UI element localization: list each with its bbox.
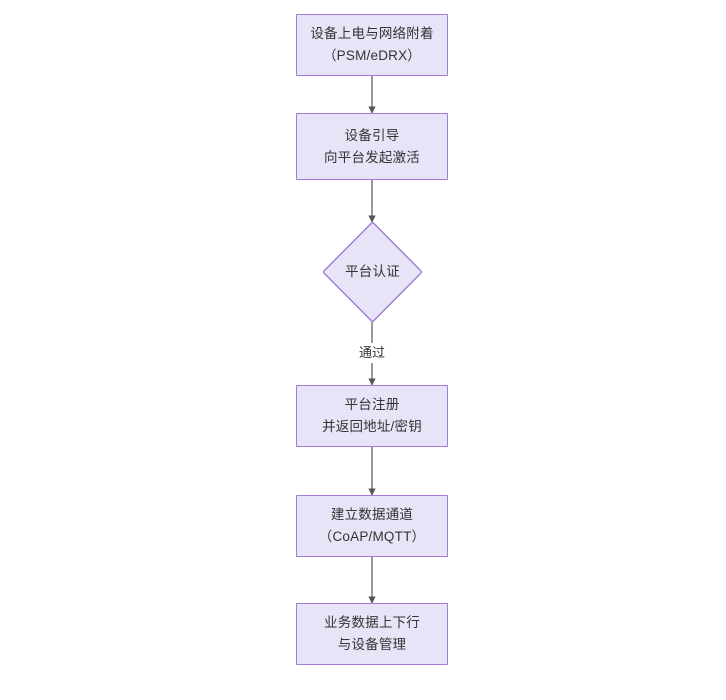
- node-label-line: 向平台发起激活: [324, 149, 420, 165]
- edge-label-pass: 通过: [356, 343, 389, 363]
- node-device-bootstrap[interactable]: 设备引导 向平台发起激活: [296, 113, 448, 180]
- node-label-line: 平台认证: [345, 264, 400, 279]
- node-establish-data-channel[interactable]: 建立数据通道 （CoAP/MQTT）: [296, 495, 448, 557]
- node-label-line: 设备引导: [344, 127, 400, 143]
- node-platform-authentication[interactable]: 平台认证: [323, 222, 422, 322]
- node-label-line: 与设备管理: [337, 637, 407, 652]
- node-label-line: （PSM/eDRX）: [322, 48, 422, 63]
- node-label-line: 设备上电与网络附着: [310, 26, 434, 41]
- diamond-shape: [323, 222, 422, 322]
- node-label-line: （CoAP/MQTT）: [318, 529, 426, 544]
- node-platform-registration[interactable]: 平台注册 并返回地址/密钥: [296, 385, 448, 447]
- node-label-line: 业务数据上下行: [324, 615, 420, 630]
- node-label-line: 平台注册: [344, 397, 400, 412]
- node-device-power-on[interactable]: 设备上电与网络附着 （PSM/eDRX）: [296, 14, 448, 76]
- node-business-data-and-device-management[interactable]: 业务数据上下行 与设备管理: [296, 603, 448, 665]
- node-label-line: 建立数据通道: [330, 507, 414, 522]
- node-label-line: 并返回地址/密钥: [322, 419, 422, 434]
